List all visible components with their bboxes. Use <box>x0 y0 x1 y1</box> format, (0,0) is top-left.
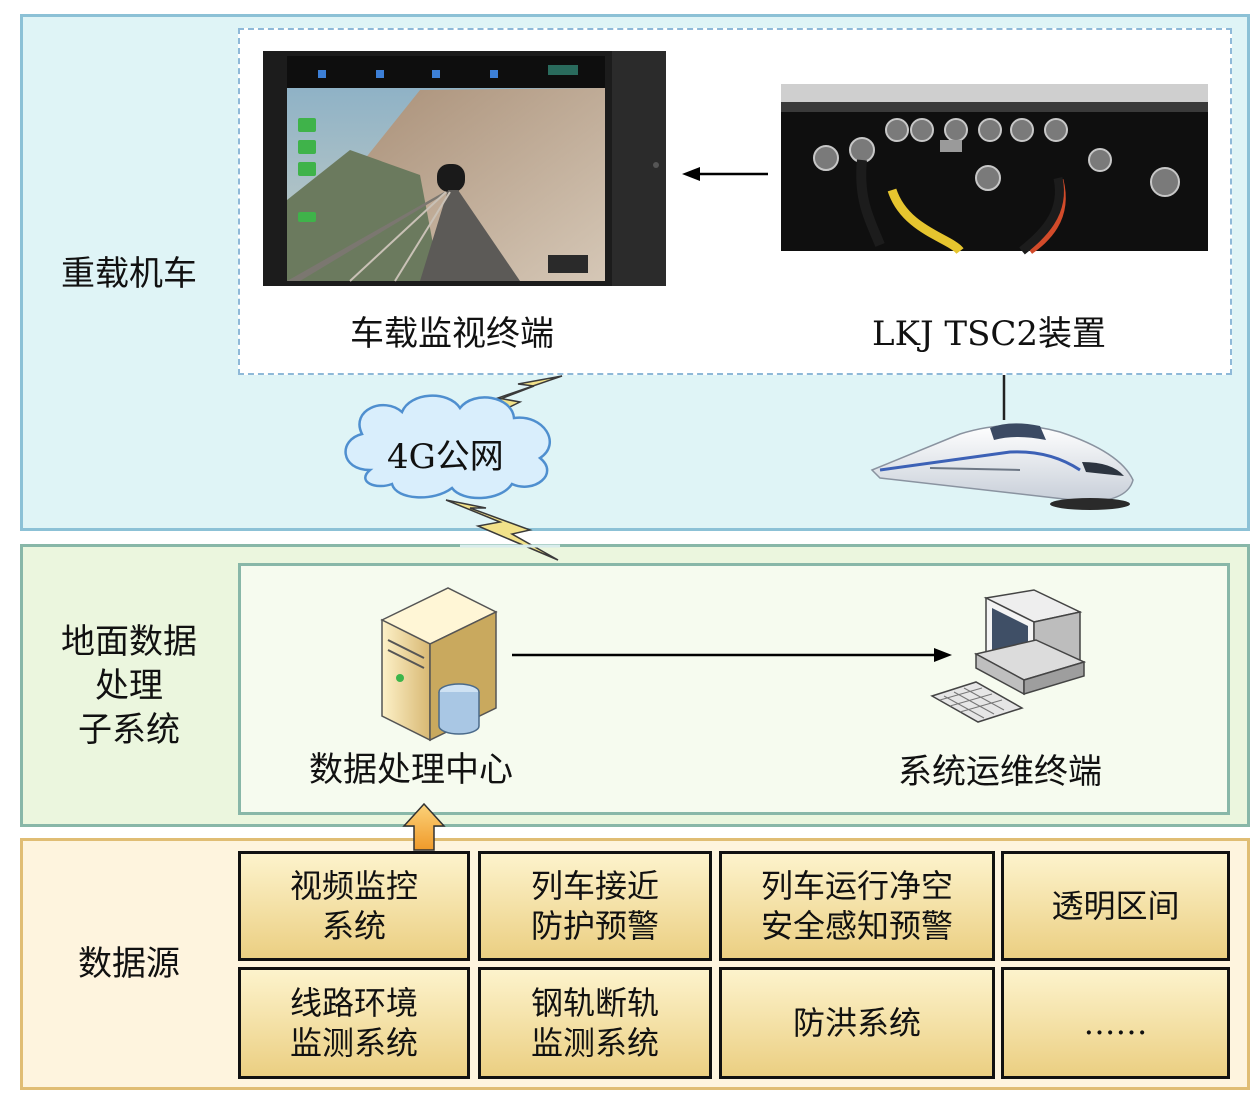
data-source-item-line: 列车运行净空 <box>760 867 953 905</box>
data-source-item: 线路环境监测系统 <box>238 967 470 1079</box>
server-icon <box>380 587 498 742</box>
data-source-label-line: 数据源 <box>78 944 180 984</box>
data-source-item-line: 监测系统 <box>530 1024 659 1062</box>
server-to-terminal-arrow <box>512 648 952 662</box>
data-source-item-line: 钢轨断轨 <box>530 984 659 1022</box>
ground-layer-label: 地面数据 处理 子系统 <box>44 620 214 752</box>
network-label: 4G公网 <box>387 437 504 477</box>
data-source-item-line: 系统 <box>321 907 386 945</box>
data-source-item-line: 安全感知预警 <box>760 907 953 945</box>
monitor-terminal-caption: 车载监视终端 <box>350 314 554 354</box>
data-source-item-line: 视频监控 <box>289 867 418 905</box>
data-source-item: 视频监控系统 <box>238 851 470 961</box>
data-source-item-line: 防护预警 <box>530 907 659 945</box>
lkj-tsc2-device-image <box>781 84 1208 255</box>
data-center-caption: 数据处理中心 <box>309 750 513 790</box>
data-source-item: 透明区间 <box>1001 851 1230 961</box>
data-source-item-line: 防洪系统 <box>792 1004 921 1042</box>
data-source-item-line: 监测系统 <box>289 1024 418 1062</box>
locomotive-label-line: 重载机车 <box>61 254 197 294</box>
data-source-item: 钢轨断轨监测系统 <box>478 967 712 1079</box>
data-source-item-line: 列车接近 <box>530 867 659 905</box>
data-source-item-line: 线路环境 <box>289 984 418 1022</box>
ground-label-line: 子系统 <box>78 710 180 750</box>
data-source-item-line: 透明区间 <box>1051 887 1180 925</box>
device-to-monitor-arrow <box>682 167 768 181</box>
train-image <box>870 423 1134 510</box>
data-source-item: 列车接近防护预警 <box>478 851 712 961</box>
data-source-item-line: …… <box>1083 1004 1148 1042</box>
locomotive-layer-label: 重载机车 <box>44 252 214 296</box>
data-source-item: 防洪系统 <box>719 967 995 1079</box>
data-source-item: …… <box>1001 967 1230 1079</box>
ground-label-line: 地面数据 <box>61 622 197 662</box>
data-source-layer-label: 数据源 <box>44 942 214 986</box>
lkj-device-caption: LKJ TSC2装置 <box>872 314 1107 354</box>
network-cloud-icon <box>344 394 551 500</box>
ops-terminal-caption: 系统运维终端 <box>898 752 1102 792</box>
monitor-terminal-image <box>263 51 666 286</box>
data-source-item: 列车运行净空安全感知预警 <box>719 851 995 961</box>
computer-terminal-icon <box>930 589 1087 723</box>
ground-label-line: 处理 <box>95 666 163 706</box>
data-upload-arrow <box>402 802 446 851</box>
